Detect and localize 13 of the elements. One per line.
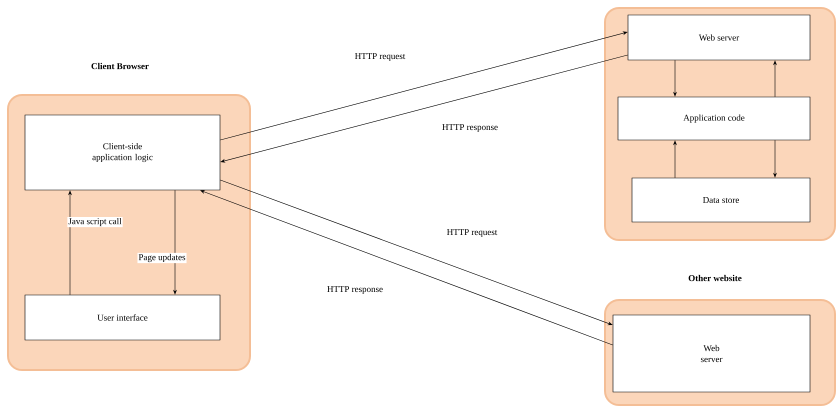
edge-label: HTTP request — [354, 52, 406, 62]
group-heading: Client Browser — [92, 62, 149, 70]
edge-label: HTTP response — [441, 123, 500, 133]
arrow — [200, 190, 613, 346]
edge-label: HTTP response — [326, 285, 384, 295]
edge-label: HTTP request — [446, 228, 498, 238]
process-box: Application code — [618, 96, 810, 140]
process-box: Web server — [628, 14, 810, 60]
process-box: Client-side application logic — [24, 114, 220, 190]
process-box: User interface — [24, 294, 220, 340]
process-box: Web server — [612, 314, 810, 392]
process-box: Data store — [632, 178, 810, 222]
group-heading: Other website — [688, 274, 742, 282]
